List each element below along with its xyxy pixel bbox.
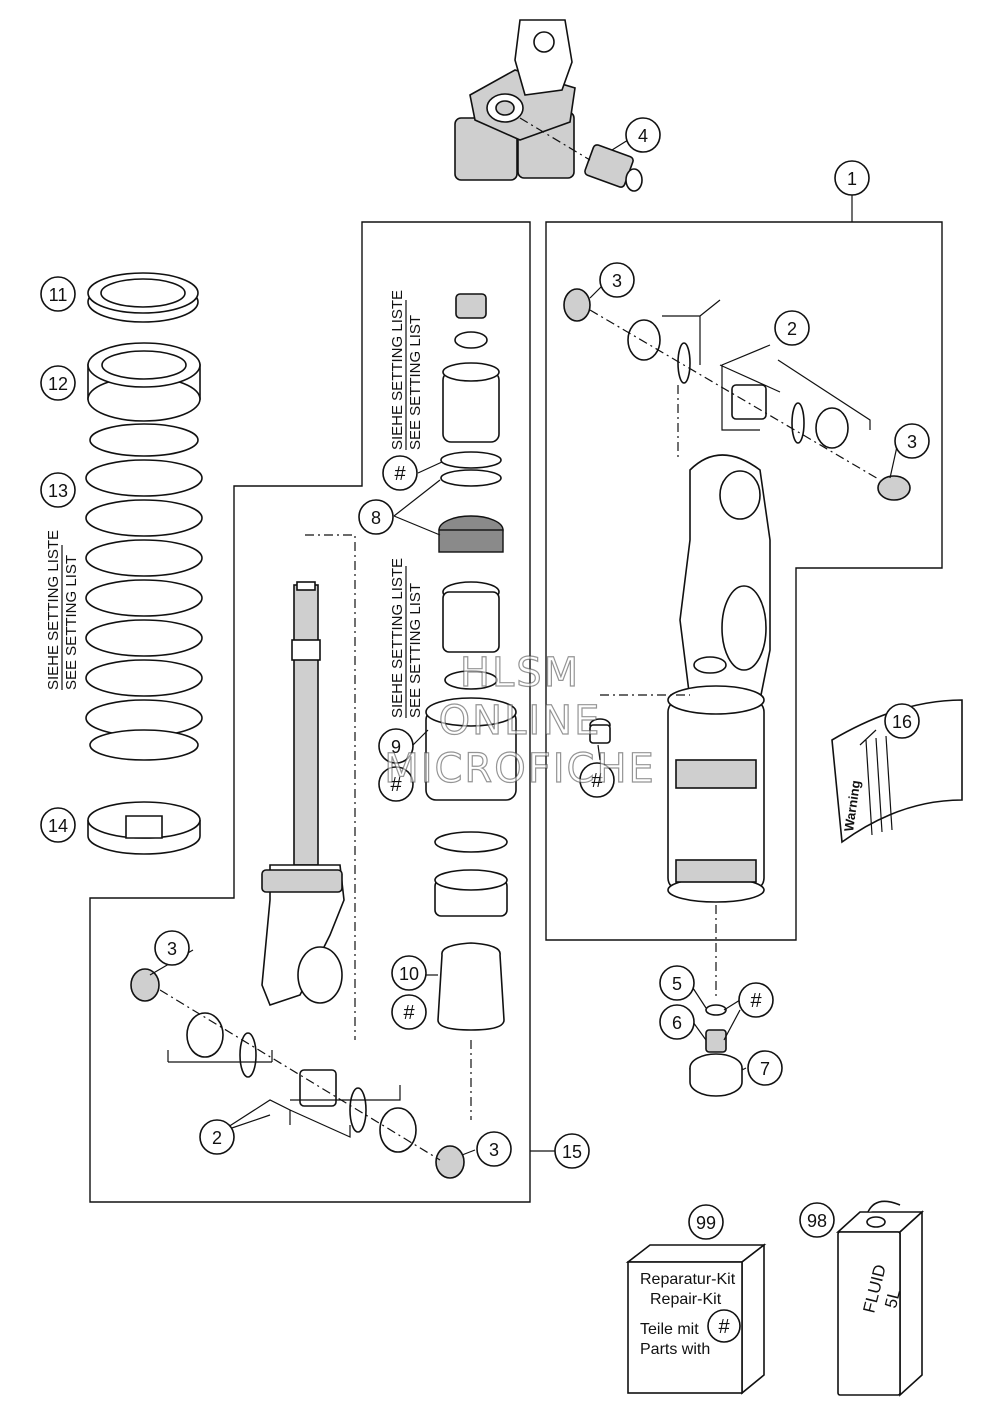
reservoir-head-part (454, 19, 576, 181)
setting-label-de: SIEHE SETTING LISTE (45, 530, 62, 690)
repair-kit-box: Reparatur-Kit Repair-Kit Teile mit Parts… (625, 1243, 767, 1395)
rod-center-line (305, 534, 356, 1040)
callout-6[interactable]: 6 (659, 1004, 695, 1040)
callout-7[interactable]: 7 (747, 1050, 783, 1086)
group-box-15 (89, 221, 531, 1203)
svg-text:8: 8 (371, 508, 381, 528)
svg-text:9: 9 (391, 737, 401, 757)
leader-4 (519, 117, 591, 161)
svg-text:99: 99 (696, 1213, 716, 1233)
piston-stack-parts (425, 293, 517, 1031)
setting-label-de-lower: SIEHE SETTING LISTE (389, 558, 406, 718)
svg-text:2: 2 (787, 319, 797, 339)
fluid-can: FLUID 5L (835, 1200, 925, 1397)
svg-text:5: 5 (672, 974, 682, 994)
svg-text:11: 11 (49, 285, 68, 305)
lower-seal-parts (689, 1004, 743, 1097)
callout-3-right-top[interactable]: 3 (599, 262, 635, 298)
svg-text:#: # (390, 774, 402, 796)
svg-text:98: 98 (807, 1211, 827, 1231)
setting-label-upper-stack: SIEHE SETTING LISTE SEE SETTING LIST (389, 290, 424, 450)
hash-marker-5-6[interactable]: # (738, 982, 774, 1018)
repair-kit-line3: Teile mit (640, 1321, 699, 1338)
callout-3-left-top[interactable]: 3 (154, 930, 190, 966)
upper-eyelet-bushing-parts (563, 288, 911, 501)
compression-adjuster-part (584, 144, 643, 192)
watermark-line1: HLSM (460, 650, 580, 696)
svg-text:3: 3 (489, 1140, 499, 1160)
callout-1[interactable]: 1 (834, 160, 870, 196)
callout-15[interactable]: 15 (554, 1133, 590, 1169)
spring-nut-part-11 (87, 272, 199, 323)
callout-16[interactable]: 16 (884, 703, 920, 739)
repair-kit-line1: Reparatur-Kit (640, 1271, 736, 1288)
callout-99[interactable]: 99 (688, 1204, 724, 1240)
svg-text:15: 15 (562, 1142, 582, 1162)
svg-text:12: 12 (48, 374, 68, 394)
svg-text:6: 6 (672, 1013, 682, 1033)
setting-label-de-upper: SIEHE SETTING LISTE (389, 290, 406, 450)
svg-text:3: 3 (612, 271, 622, 291)
spring-part (85, 423, 203, 761)
svg-text:3: 3 (907, 432, 917, 452)
warning-sticker-title: Warning (841, 779, 863, 832)
svg-text:2: 2 (212, 1128, 222, 1148)
svg-text:16: 16 (892, 712, 912, 732)
bleed-screw-part (589, 718, 611, 744)
callout-5[interactable]: 5 (659, 965, 695, 1001)
svg-text:3: 3 (167, 939, 177, 959)
callout-10[interactable]: 10 (391, 955, 427, 991)
callout-8[interactable]: 8 (358, 499, 394, 535)
watermark-line3: MICROFICHE (384, 746, 656, 792)
hash-marker-10[interactable]: # (391, 994, 427, 1030)
svg-text:#: # (750, 990, 762, 1012)
setting-label-spring: SIEHE SETTING LISTE SEE SETTING LIST (45, 530, 80, 690)
watermark-line2: ONLINE (439, 698, 602, 744)
callout-2-right[interactable]: 2 (774, 310, 810, 346)
callout-leaders (149, 277, 899, 1156)
callout-98[interactable]: 98 (799, 1202, 835, 1238)
svg-text:14: 14 (48, 816, 68, 836)
callout-13[interactable]: 13 (40, 472, 76, 508)
svg-text:#: # (403, 1002, 415, 1024)
svg-text:10: 10 (399, 964, 419, 984)
svg-text:1: 1 (847, 169, 857, 189)
svg-text:#: # (394, 463, 406, 485)
lower-bushing-parts (130, 968, 465, 1179)
callout-3-right-bottom[interactable]: 3 (894, 423, 930, 459)
callout-9[interactable]: 9 (378, 728, 414, 764)
fluid-line2: 5L (881, 1287, 904, 1310)
svg-text:#: # (591, 770, 603, 792)
setting-label-en: SEE SETTING LIST (63, 555, 80, 690)
damper-body-part (667, 454, 771, 903)
callout-14[interactable]: 14 (40, 807, 76, 843)
hash-marker-bleed-screw[interactable]: # (579, 762, 615, 798)
hash-marker-upper-stack[interactable]: # (382, 455, 418, 491)
watermark: HLSM ONLINE MICROFICHE (384, 649, 656, 792)
svg-text:4: 4 (638, 126, 648, 146)
callout-4[interactable]: 4 (625, 117, 661, 153)
spring-retainer-part (87, 801, 201, 855)
callout-3-left-bottom[interactable]: 3 (476, 1131, 512, 1167)
warning-sticker: Warning (831, 699, 963, 844)
repair-kit-line4: Parts with (640, 1341, 710, 1358)
spring-nut-part-12 (87, 342, 201, 422)
setting-label-en-upper: SEE SETTING LIST (407, 315, 424, 450)
callout-2-left[interactable]: 2 (199, 1119, 235, 1155)
repair-kit-line2: Repair-Kit (650, 1291, 722, 1308)
hash-marker-9[interactable]: # (378, 766, 414, 802)
setting-label-en-lower: SEE SETTING LIST (407, 583, 424, 718)
piston-rod-part (261, 581, 345, 1006)
repair-kit-hash: # (718, 1316, 730, 1338)
setting-label-lower-stack: SIEHE SETTING LISTE SEE SETTING LIST (389, 558, 424, 718)
callout-12[interactable]: 12 (40, 365, 76, 401)
group-box-1 (545, 221, 943, 941)
svg-text:13: 13 (48, 481, 68, 501)
callout-11[interactable]: 11 (40, 276, 76, 312)
svg-text:7: 7 (760, 1059, 770, 1079)
